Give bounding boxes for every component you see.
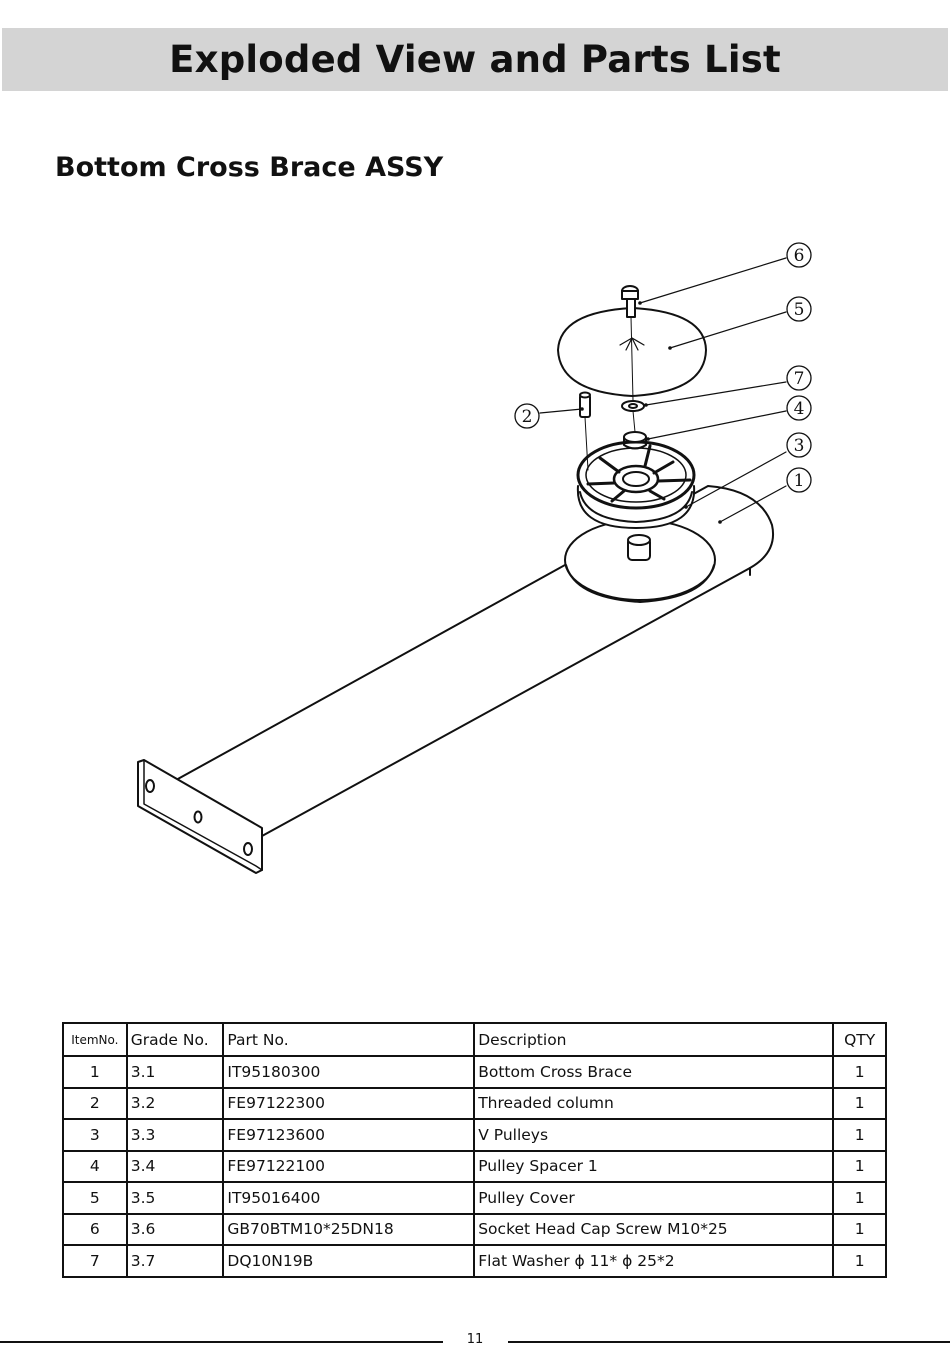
cell-qty: 1	[832, 1118, 887, 1152]
exploded-view-diagram: 6 5 7 4 3 1 2	[137, 242, 812, 874]
cell-part: IT95180300	[222, 1055, 476, 1089]
cell-item: 5	[62, 1181, 128, 1215]
parts-table: ItemNo. Grade No. Part No. Description Q…	[62, 1022, 887, 1278]
cell-qty: 1	[832, 1086, 887, 1120]
threaded-column	[579, 391, 591, 418]
page-title: Exploded View and Parts List	[169, 38, 781, 81]
cell-part: FE97123600	[222, 1118, 476, 1152]
socket-head-screw	[621, 285, 639, 318]
cell-desc: Flat Washer ϕ 11* ϕ 25*2	[473, 1244, 835, 1278]
cell-item: 2	[62, 1086, 128, 1120]
callout-6: 6	[794, 246, 805, 266]
callout-4: 4	[794, 399, 805, 419]
cell-grade: 3.1	[125, 1055, 225, 1089]
cell-grade: 3.3	[125, 1118, 225, 1152]
cell-item: 3	[62, 1118, 128, 1152]
cell-part: FE97122100	[222, 1149, 476, 1183]
table-header-row: ItemNo. Grade No. Part No. Description Q…	[62, 1022, 887, 1057]
page-number: 11	[466, 1332, 484, 1347]
callout-1: 1	[794, 471, 805, 491]
cell-desc: Socket Head Cap Screw M10*25	[473, 1212, 835, 1246]
cell-part: FE97122300	[222, 1086, 476, 1120]
header-qty: QTY	[832, 1022, 887, 1057]
footer-rule-right	[508, 1341, 950, 1343]
cell-desc: Threaded column	[473, 1086, 835, 1120]
cell-qty: 1	[832, 1055, 887, 1089]
cell-grade: 3.7	[125, 1244, 225, 1278]
table-row: 4 3.4 FE97122100 Pulley Spacer 1 1	[62, 1149, 887, 1183]
table-row: 2 3.2 FE97122300 Threaded column 1	[62, 1086, 887, 1120]
table-row: 1 3.1 IT95180300 Bottom Cross Brace 1	[62, 1055, 887, 1089]
cell-item: 6	[62, 1212, 128, 1246]
end-plate	[137, 759, 263, 874]
footer-rule-left	[0, 1341, 443, 1343]
table-row: 6 3.6 GB70BTM10*25DN18 Socket Head Cap S…	[62, 1212, 887, 1246]
cell-item: 1	[62, 1055, 128, 1089]
header-item-no: ItemNo.	[62, 1022, 128, 1057]
cell-part: IT95016400	[222, 1181, 476, 1215]
cell-grade: 3.5	[125, 1181, 225, 1215]
cell-item: 4	[62, 1149, 128, 1183]
base-disc	[564, 519, 716, 603]
cell-qty: 1	[832, 1244, 887, 1278]
section-title: Bottom Cross Brace ASSY	[55, 152, 444, 183]
cell-desc: V Pulleys	[473, 1118, 835, 1152]
cell-qty: 1	[832, 1181, 887, 1215]
cell-desc: Bottom Cross Brace	[473, 1055, 835, 1089]
cell-desc: Pulley Spacer 1	[473, 1149, 835, 1183]
cell-qty: 1	[832, 1149, 887, 1183]
header-description: Description	[473, 1022, 835, 1057]
cell-qty: 1	[832, 1212, 887, 1246]
header-grade-no: Grade No.	[125, 1022, 225, 1057]
cell-part: GB70BTM10*25DN18	[222, 1212, 476, 1246]
callout-5: 5	[794, 300, 805, 320]
cell-grade: 3.4	[125, 1149, 225, 1183]
header-part-no: Part No.	[222, 1022, 476, 1057]
callout-2: 2	[522, 407, 533, 427]
header-band: Exploded View and Parts List	[2, 28, 948, 91]
cell-grade: 3.6	[125, 1212, 225, 1246]
v-pulley	[576, 440, 696, 529]
table-row: 3 3.3 FE97123600 V Pulleys 1	[62, 1118, 887, 1152]
callout-7: 7	[794, 369, 805, 389]
cell-desc: Pulley Cover	[473, 1181, 835, 1215]
table-row: 5 3.5 IT95016400 Pulley Cover 1	[62, 1181, 887, 1215]
pulley-spacer	[623, 431, 647, 450]
cell-part: DQ10N19B	[222, 1244, 476, 1278]
cell-grade: 3.2	[125, 1086, 225, 1120]
callout-3: 3	[794, 436, 805, 456]
table-row: 7 3.7 DQ10N19B Flat Washer ϕ 11* ϕ 25*2 …	[62, 1244, 887, 1278]
washer	[621, 400, 645, 412]
cell-item: 7	[62, 1244, 128, 1278]
